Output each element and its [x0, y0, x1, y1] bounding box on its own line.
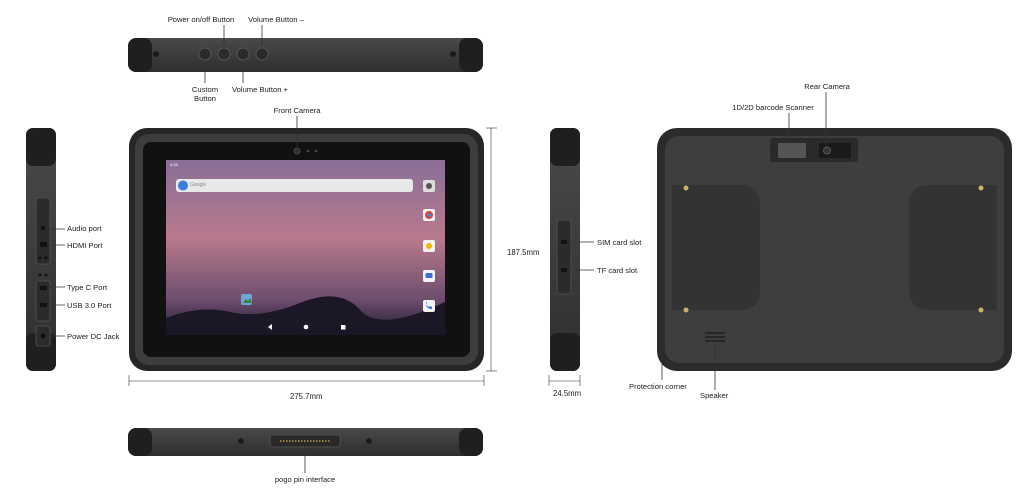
label-power-button: Power on/off Button [167, 15, 235, 24]
label-volume-plus: Volume Button + [232, 85, 288, 94]
left-side-view [26, 128, 65, 371]
barcode-scanner-window [778, 143, 806, 158]
phone-icon [423, 300, 435, 312]
label-barcode-scanner: 1D/2D barcode Scanner [732, 103, 814, 112]
status-bar-time: 4:26 [170, 162, 178, 167]
rear-grip-left [672, 185, 760, 310]
top-buttons [198, 47, 269, 61]
label-rear-camera: Rear Camera [804, 82, 850, 91]
label-protection-corner: Protection corner [629, 382, 687, 391]
front-camera-lens [293, 147, 301, 155]
home-icon [303, 324, 309, 330]
label-pogo-pin: pogo pin interface [274, 475, 336, 484]
label-front-camera: Front Camera [273, 106, 321, 115]
back-icon [268, 324, 272, 330]
search-hint: Google [190, 182, 207, 188]
top-edge-view [128, 25, 483, 83]
rear-grip-right [909, 185, 997, 310]
label-type-c-port: Type C Port [67, 283, 108, 292]
search-bar [176, 179, 413, 192]
label-audio-port: Audio port [67, 224, 102, 233]
nav-bar [268, 324, 346, 330]
google-mic-icon [178, 180, 188, 191]
label-volume-minus: Volume Button – [248, 15, 304, 24]
dimension-lines [128, 127, 581, 386]
rear-view [657, 92, 1012, 390]
label-custom-button: Custom Button [191, 85, 219, 103]
dimension-width: 275.7mm [290, 392, 323, 401]
dimension-height: 187.5mm [507, 248, 540, 257]
speaker-grille [705, 332, 725, 342]
right-side-view [550, 128, 594, 371]
label-speaker: Speaker [700, 391, 729, 400]
label-hdmi-port: HDMI Port [67, 241, 103, 250]
label-power-dc-jack: Power DC Jack [67, 332, 120, 341]
label-sim-slot: SIM card slot [597, 238, 642, 247]
label-usb-port: USB 3.0 Port [67, 301, 112, 310]
recents-icon [341, 325, 346, 330]
bottom-edge-view [128, 428, 483, 473]
dimension-thickness: 24.5mm [553, 389, 582, 398]
label-tf-slot: TF card slot [597, 266, 638, 275]
front-view [129, 116, 484, 371]
